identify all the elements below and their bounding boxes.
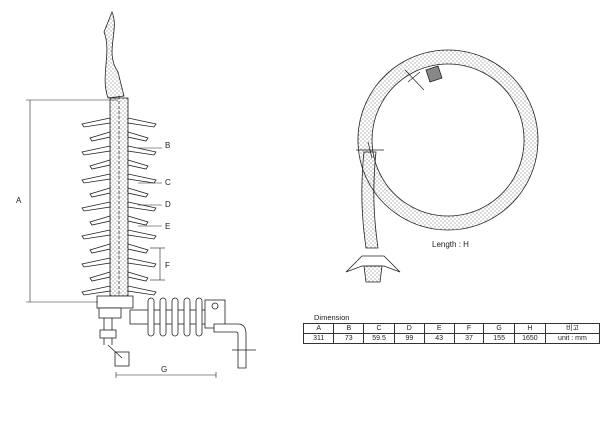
shed [81,145,157,156]
dimension-header-cell: D [393,323,425,334]
dimension-value-cell: 59.5 [363,333,395,344]
arm-shed [147,297,155,337]
shed [81,201,157,212]
shed [81,285,157,296]
dimension-header-cell: E [423,323,455,334]
shed [89,187,149,198]
dimension-lines [26,99,217,378]
cable-shed [345,255,401,273]
label-D: D [165,200,171,209]
label-E: E [165,222,170,231]
shed [81,257,157,268]
shed [81,117,157,128]
label-B: B [165,141,170,150]
label-F: F [165,261,170,270]
label-A: A [16,196,22,205]
arm-shed [183,297,191,337]
shed [89,159,149,170]
shed [89,243,149,254]
label-G: G [161,365,167,374]
dimension-header-cell: A [302,323,335,334]
dimension-header-cell: 비고 [544,323,600,334]
dimension-header-cell: B [333,323,365,334]
arm-sheds [147,297,203,337]
coil-ring [357,49,539,231]
dimension-value-cell: 1650 [513,333,546,344]
top-cable [103,10,125,99]
arm-shed [195,297,203,337]
l-bracket [213,323,247,369]
dimension-value-cell: 99 [393,333,425,344]
shed [89,215,149,226]
insulator-sheds [81,117,157,296]
cable-tail [361,151,379,249]
dimension-header-cell: F [453,323,485,334]
dimension-value-cell: 311 [302,333,335,344]
dimension-title: Dimension [314,313,350,322]
coiled-cable [345,49,539,283]
length-label: Length : H [432,240,469,249]
dimension-value-cell: unit : mm [544,333,600,344]
dimension-header-cell: H [513,323,546,334]
dimension-value-cell: 37 [453,333,485,344]
bottom-fitting [96,295,134,309]
insulator-elevation [26,10,256,378]
dimension-value-cell: 155 [483,333,515,344]
arm-shed [171,297,179,337]
shed [89,131,149,142]
dimension-header-cell: G [483,323,515,334]
dimension-header-cell: C [363,323,395,334]
shed [81,229,157,240]
dimension-value-cell: 73 [333,333,365,344]
cable-end-cap [425,65,443,83]
dimension-value-cell: 43 [423,333,455,344]
arm-shed [159,297,167,337]
shed [89,271,149,282]
label-C: C [165,178,171,187]
